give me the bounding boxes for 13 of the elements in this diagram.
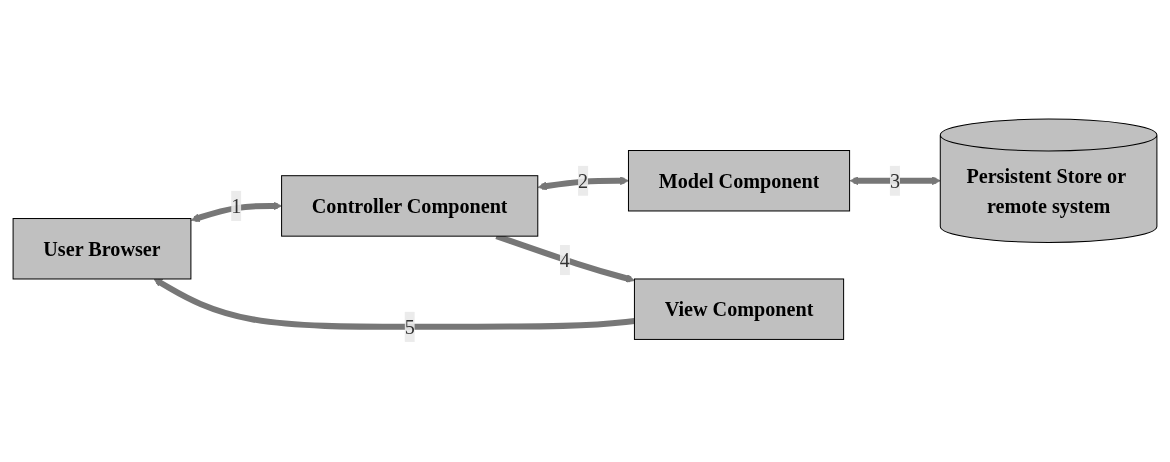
node-box: Model Component <box>627 150 851 212</box>
arrow <box>153 278 635 331</box>
node-box: User Browser <box>12 218 192 280</box>
edge-label: 2 <box>578 170 589 193</box>
edge-label: 3 <box>889 170 900 193</box>
arrow <box>537 176 629 191</box>
node-box: View Component <box>633 278 845 341</box>
node-box: Controller Component <box>281 175 539 238</box>
arrow <box>849 176 941 186</box>
edge-label: 5 <box>404 316 415 339</box>
edge-label: 4 <box>559 249 570 272</box>
arrow <box>190 202 282 223</box>
edge-label: 1 <box>231 195 242 218</box>
